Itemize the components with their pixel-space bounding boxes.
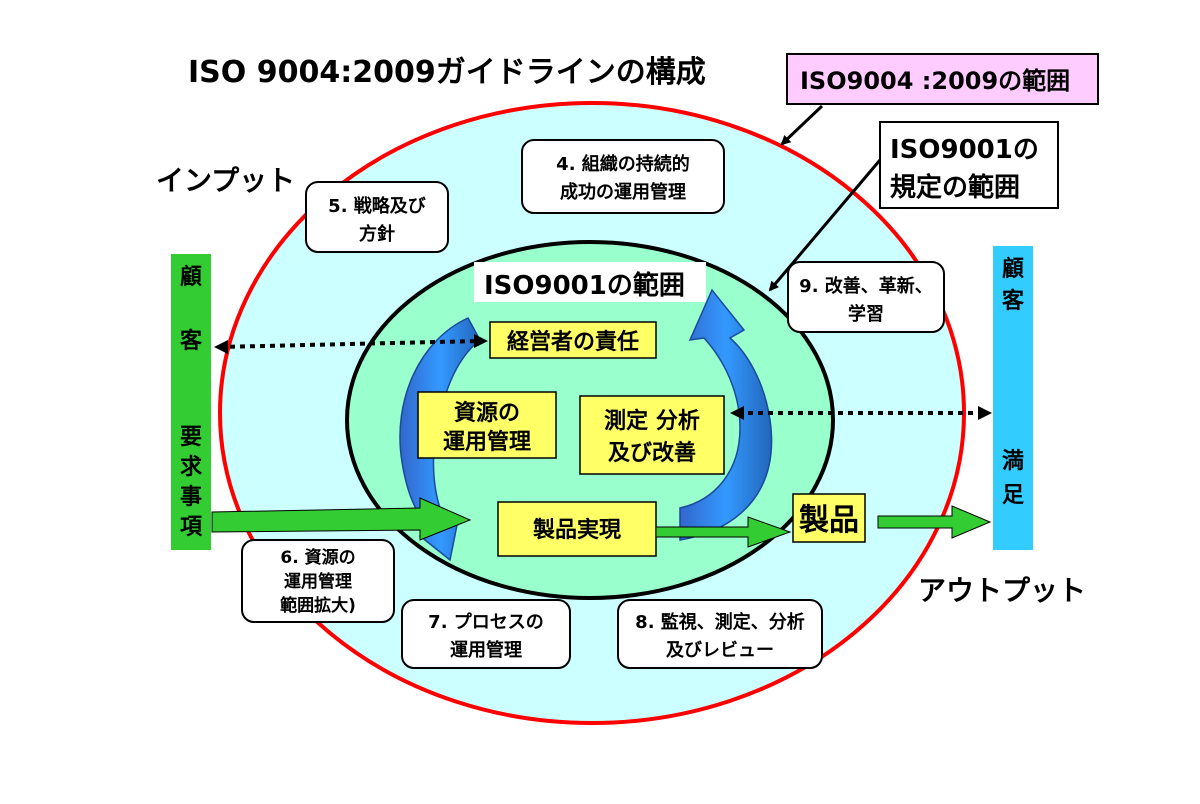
left-bar-bottom-char: 項 (180, 515, 203, 540)
customer-requirements-bar (171, 254, 211, 550)
iso9004-callout-arrow (780, 104, 824, 146)
svg-text:資源の: 資源の (454, 400, 520, 426)
cycle-arrow-right (679, 288, 773, 541)
realization-to-product-arrow (655, 516, 792, 548)
left-bar-bottom-char: 事 (180, 484, 202, 510)
svg-text:4. 組織の持続的: 4. 組織の持続的 (556, 153, 690, 175)
left-bar-top-char: 顧 (180, 264, 202, 290)
iso9001-scope-label: ISO9001の範囲 (484, 270, 685, 301)
svg-text:経営者の責任: 経営者の責任 (507, 329, 639, 355)
box-9-improvement-learning: 9. 改善、革新、 学習 (787, 261, 945, 333)
svg-text:方針: 方針 (359, 223, 395, 245)
svg-text:7. プロセスの: 7. プロセスの (428, 611, 544, 633)
right-bar-top-char: 客 (1002, 288, 1025, 314)
resource-management-box: 資源の 運用管理 (417, 391, 557, 459)
box-7-process-management: 7. プロセスの 運用管理 (401, 599, 571, 669)
product-realization-box: 製品実現 (497, 501, 657, 557)
output-label: アウトプット (918, 574, 1086, 607)
left-bar-bottom-char: 要 (180, 425, 202, 450)
input-label: インプット (156, 164, 295, 197)
svg-text:製品実現: 製品実現 (532, 517, 621, 543)
diagram-title: ISO 9004:2009ガイドラインの構成 (188, 55, 706, 90)
iso9001-requirement-line1: ISO9001の (890, 135, 1039, 165)
customer-satisfaction-bar (993, 246, 1033, 550)
svg-text:9. 改善、革新、: 9. 改善、革新、 (799, 275, 933, 297)
iso9001-requirement-line2: 規定の範囲 (890, 172, 1020, 203)
svg-text:及び改善: 及び改善 (608, 440, 696, 466)
right-bar-top-char: 顧 (1002, 256, 1024, 282)
left-bar-bottom-char: 求 (180, 455, 202, 480)
svg-text:運用管理: 運用管理 (450, 639, 522, 661)
svg-text:範囲拡大): 範囲拡大) (280, 595, 356, 616)
iso9004-scope-callout-label: ISO9004 :2009の範囲 (800, 67, 1070, 95)
iso9004-scope-callout (786, 53, 1099, 105)
box-6-resource-management: 6. 資源の 運用管理 範囲拡大) (241, 539, 395, 623)
product-box: 製品 (792, 493, 866, 543)
product-output-arrow (877, 505, 992, 539)
measurement-to-satisfaction-link (730, 406, 992, 420)
svg-text:及びレビュー: 及びレビュー (666, 640, 774, 661)
svg-text:運用管理: 運用管理 (443, 429, 531, 455)
right-bar-bottom-char: 足 (1002, 483, 1024, 508)
box-5-strategy-policy: 5. 戦略及び 方針 (305, 181, 449, 253)
svg-text:成功の運用管理: 成功の運用管理 (560, 181, 686, 203)
left-bar-top-char: 客 (180, 328, 203, 354)
box-4-sustained-success: 4. 組織の持続的 成功の運用管理 (521, 139, 725, 214)
measurement-analysis-box: 測定 分析 及び改善 (579, 395, 725, 475)
svg-text:8. 監視、測定、分析: 8. 監視、測定、分析 (635, 611, 805, 633)
svg-text:5. 戦略及び: 5. 戦略及び (328, 195, 427, 217)
svg-text:測定 分析: 測定 分析 (604, 408, 700, 434)
svg-text:製品: 製品 (799, 503, 859, 538)
svg-text:運用管理: 運用管理 (284, 571, 352, 592)
management-responsibility-box: 経営者の責任 (489, 321, 657, 359)
svg-text:学習: 学習 (848, 303, 884, 325)
svg-text:6. 資源の: 6. 資源の (280, 547, 355, 568)
iso9001-scope-label-bg (474, 262, 706, 302)
requirements-input-arrow (211, 497, 472, 541)
iso9001-requirement-callout (879, 121, 1059, 209)
right-bar-bottom-char: 満 (1002, 448, 1024, 474)
box-8-monitoring-review: 8. 監視、測定、分析 及びレビュー (617, 599, 823, 669)
customer-to-management-link (214, 334, 488, 354)
